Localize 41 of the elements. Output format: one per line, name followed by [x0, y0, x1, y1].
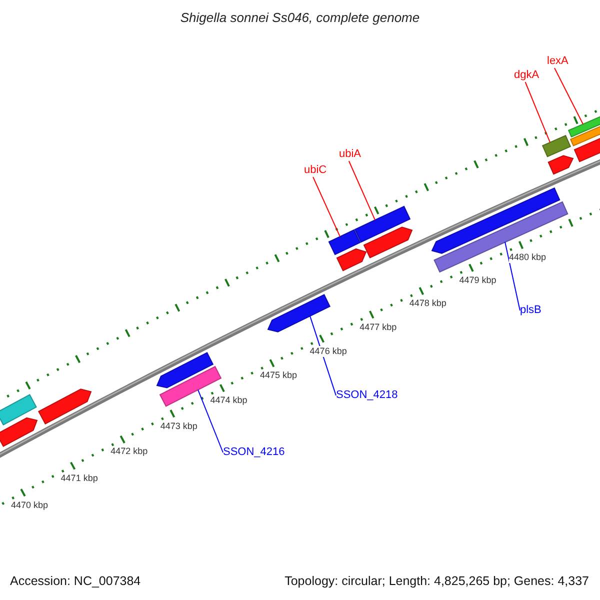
gene-label: ubiA	[339, 148, 362, 161]
leader-line	[310, 316, 336, 396]
scale-label: 4470 kbp	[11, 500, 48, 511]
scale-label: 4474 kbp	[210, 395, 248, 406]
accession-text: Accession: NC_007384	[10, 574, 141, 589]
scale-label: 4473 kbp	[160, 420, 198, 432]
gene-feature	[336, 248, 367, 272]
scale-label: 4477 kbp	[360, 322, 397, 333]
gene-label: SSON_4216	[223, 446, 285, 459]
gene-block	[354, 206, 411, 243]
gene-feature	[0, 417, 38, 448]
leader-line	[524, 82, 550, 143]
gene-block	[328, 229, 361, 256]
gene-block	[542, 134, 572, 158]
scale-label: 4479 kbp	[459, 274, 496, 286]
gene-feature	[548, 155, 574, 175]
scale-label: 4480 kbp	[509, 252, 546, 264]
scale-label: 4471 kbp	[60, 472, 98, 484]
leader-line	[312, 176, 340, 238]
leader-line	[198, 389, 224, 453]
gene-feature	[363, 226, 413, 258]
scale-label: 4472 kbp	[110, 446, 148, 458]
scale-label: 4475 kbp	[260, 370, 298, 382]
gene-feature	[431, 187, 560, 254]
gene-label: lexA	[547, 55, 568, 68]
gene-block	[0, 394, 37, 426]
leader-line	[348, 160, 376, 220]
scale-label: 4478 kbp	[409, 298, 446, 309]
gene-label: dgkA	[514, 69, 540, 82]
gene-feature	[156, 352, 214, 388]
gene-label: ubiC	[304, 164, 327, 177]
scale-label: 4476 kbp	[310, 346, 347, 357]
gene-feature	[267, 294, 330, 332]
gene-label: SSON_4218	[336, 389, 398, 402]
leader-line	[554, 68, 584, 125]
gene-block	[434, 201, 568, 273]
gene-label: plsB	[520, 304, 542, 317]
leader-line	[504, 241, 520, 311]
gene-feature	[38, 388, 92, 424]
genome-stats-text: Topology: circular; Length: 4,825,265 bp; Genes: 4,337	[284, 574, 589, 589]
chart-title: Shigella sonnei Ss046, complete genome	[179, 10, 421, 25]
